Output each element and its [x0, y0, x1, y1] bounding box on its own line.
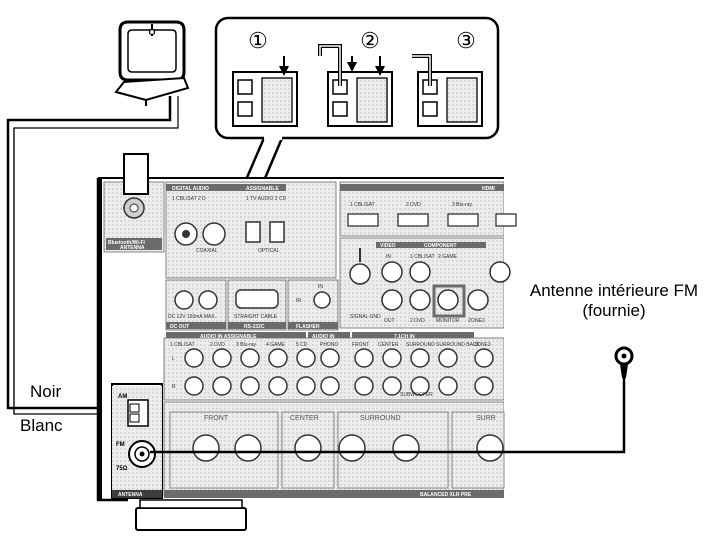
fm-antenna-label-line2: (fournie): [582, 301, 646, 320]
label-spk-surround: SURROUND: [360, 415, 400, 422]
label-assignable: ASSIGNABLE: [246, 186, 279, 192]
label-subwoofer: SUBWOOFER: [400, 392, 433, 398]
label-71ch-front: FRONT: [352, 342, 369, 348]
label-monitor: MONITOR: [436, 318, 460, 324]
label-spk-center: CENTER: [290, 415, 319, 422]
step3-number: ③: [456, 28, 476, 53]
am-loop-antenna: [114, 20, 190, 106]
fm-antenna-label: Antenne intérieure FM (fournie): [510, 281, 718, 321]
label-video-in-3: 2 DVD: [410, 318, 425, 324]
step2-number: ②: [360, 28, 380, 53]
foot: [135, 507, 247, 531]
label-out: OUT: [384, 318, 395, 324]
terminal-step2: [318, 44, 393, 127]
label-optical: OPTICAL: [258, 248, 280, 254]
black-wire-label: Noir: [30, 382, 62, 401]
label-spk-surr: SURR: [476, 415, 496, 422]
label-antenna-small: ANTENNA: [120, 245, 145, 251]
label-bt-wifi: Bluetooth/Wi-Fi: [108, 240, 146, 246]
label-spk-front: FRONT: [204, 415, 229, 422]
label-video: VIDEO: [380, 243, 396, 249]
label-75ohm: 75Ω: [116, 466, 128, 472]
label-balanced-xlr: BALANCED XLR PRE: [420, 492, 472, 498]
digital-audio-ports: [174, 221, 285, 246]
label-audio-in-assignable: AUDIO IN ASSIGNABLE: [200, 334, 257, 340]
label-rs232c: RS-232C: [244, 324, 265, 330]
terminal-step1: [232, 56, 298, 127]
label-audio-in-4: 4 GAME: [266, 342, 286, 348]
white-wire-label: Blanc: [20, 416, 63, 435]
label-71ch-in: 7.1CH IN: [394, 334, 415, 340]
label-zone3: ZONE3: [474, 342, 491, 348]
label-audio-in: AUDIO IN: [312, 334, 335, 340]
label-am: AM: [118, 394, 127, 400]
label-coaxial: COAXIAL: [196, 248, 218, 254]
label-ir: IR: [296, 298, 301, 304]
label-audio-in-5: 5 CD: [296, 342, 308, 348]
label-71ch-surround: SURROUND: [406, 342, 435, 348]
label-audio-in-3: 3 Blu-ray: [236, 342, 257, 348]
fm-indoor-antenna: [150, 346, 634, 454]
label-zone2: ZONE2: [468, 318, 485, 324]
label-ch-r: R: [172, 384, 176, 390]
label-ch-l: L: [172, 356, 175, 362]
bt-wifi-antenna: [123, 153, 149, 219]
label-hdmi-in-3: 3 Blu-ray: [452, 202, 473, 208]
label-in-flasher: IN: [318, 284, 323, 290]
step1-number: ①: [248, 28, 268, 53]
label-component: COMPONENT: [424, 243, 457, 249]
speaker-terminals: [169, 411, 505, 489]
label-hdmi-in-2: 2 DVD: [406, 202, 421, 208]
label-71ch-surround-back: SURROUND BACK: [436, 342, 481, 348]
label-hdmi: HDMI: [482, 186, 495, 192]
antenna-block: [111, 383, 163, 499]
label-audio-in-1: 1 CBL/SAT: [170, 342, 195, 348]
fm-antenna-label-line1: Antenne intérieure FM: [529, 281, 699, 300]
signal-gnd-screw: [349, 263, 371, 285]
label-straight-cable: STRAIGHT CABLE: [234, 314, 278, 320]
label-in: IN: [386, 254, 391, 260]
hdmi-ports: [347, 213, 517, 227]
label-71ch-center: CENTER: [378, 342, 399, 348]
label-video-in-1: 1 CBL/SAT: [410, 254, 435, 260]
label-video-in-2: 2 GAME: [438, 254, 458, 260]
label-digital-audio: DIGITAL AUDIO: [172, 186, 209, 192]
label-antenna: ANTENNA: [118, 492, 143, 498]
audio-rca-ports: [184, 348, 494, 396]
label-dc-out: DC OUT: [170, 324, 189, 330]
label-flasher: FLASHER: [296, 324, 320, 330]
label-hdmi-in-1: 1 CBL/SAT: [350, 202, 375, 208]
label-coax-inputs: 1 CBL/SAT 2 D: [172, 196, 206, 202]
label-fm: FM: [116, 442, 125, 448]
control-ports: [174, 289, 331, 310]
label-phono: PHONO: [320, 342, 338, 348]
terminal-step3: [412, 54, 483, 127]
am-wire-black: [6, 96, 172, 410]
label-optical-inputs: 1 TV AUDIO 2 CD: [246, 196, 287, 202]
label-dc-out-spec: DC 12V 150mA MAX.: [168, 314, 216, 320]
label-signal-gnd: SIGNAL GND: [350, 314, 381, 320]
label-audio-in-2: 2 DVD: [210, 342, 225, 348]
video-rca-ports: [381, 261, 511, 311]
